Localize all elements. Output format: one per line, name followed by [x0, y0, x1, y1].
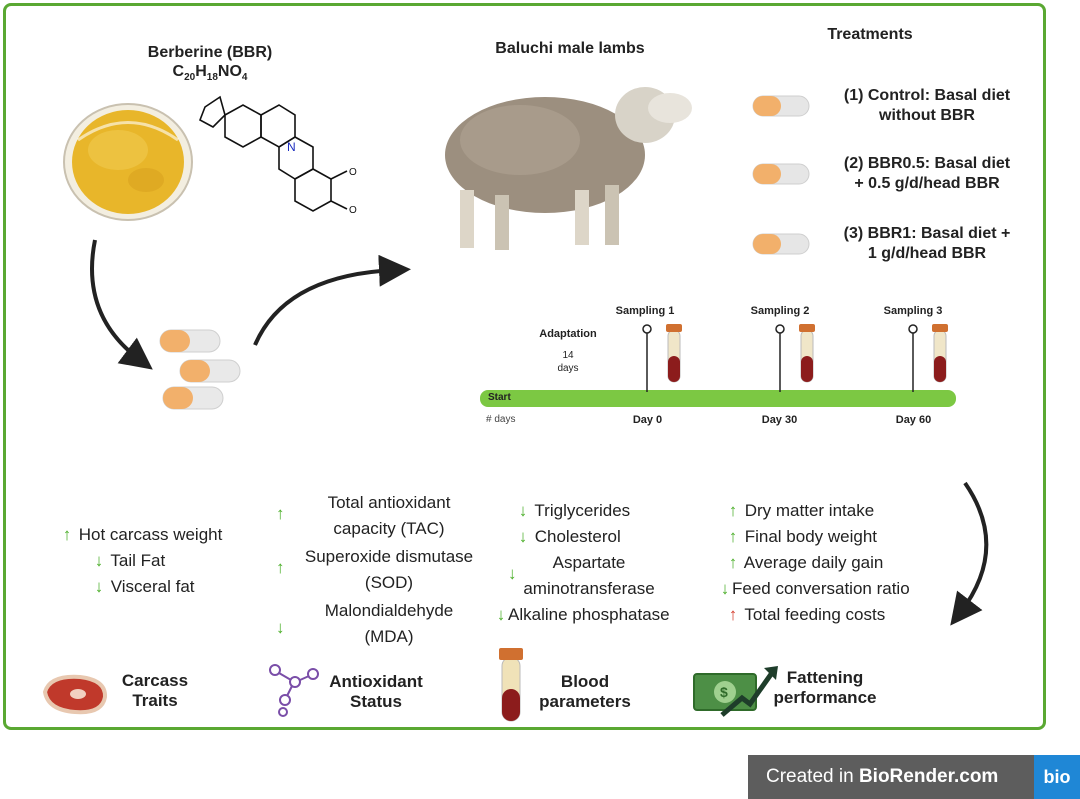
treatments-title: Treatments	[827, 26, 913, 43]
molecule-icon	[269, 664, 319, 717]
timeline-bar	[480, 390, 956, 407]
capsule-icon	[752, 233, 810, 255]
sampling-1-marker	[642, 324, 682, 392]
capsule-icon	[752, 95, 810, 117]
outcome-item: ↓ Triglycerides	[518, 501, 631, 520]
curved-arrow-down-icon	[90, 239, 153, 370]
treatment-3: (3) BBR1: Basal diet + 1 g/d/head BBR	[752, 225, 1042, 269]
adaptation-unit: days	[557, 363, 579, 374]
outcome-item: ↑ Hot carcass weight	[62, 525, 223, 544]
svg-text:O: O	[349, 167, 357, 178]
sampling-3-marker	[908, 324, 948, 392]
capsule-icon	[752, 163, 810, 185]
blood-tube-icon	[799, 324, 815, 383]
bbr-formula: C20H18NO4	[172, 63, 248, 84]
svg-text:O: O	[349, 205, 357, 216]
meat-icon	[42, 674, 108, 715]
sampling-1-label: Sampling 1	[615, 305, 675, 317]
treatment-1: (1) Control: Basal diet without BBR	[752, 87, 1042, 131]
bbr-title: Berberine (BBR)	[147, 44, 273, 61]
adaptation-label: Adaptation	[539, 328, 597, 340]
outcome-item: ↓ Tail Fat	[94, 551, 166, 570]
outcome-item: ↓Feed conversation ratio	[720, 579, 910, 598]
blood-tube-icon	[499, 648, 523, 722]
curved-arrow-up-icon	[253, 255, 411, 346]
money-growth-icon: $	[693, 666, 778, 717]
blood-tube-icon	[932, 324, 948, 383]
blood-outcomes: ↓ Triglycerides ↓ Cholesterol ↓ Aspartat…	[494, 498, 694, 628]
outcome-item: ↑ Dry matter intake	[728, 501, 875, 520]
antioxidant-outcomes: ↑ Total antioxidant capacity (TAC) ↑ Sup…	[276, 490, 486, 652]
outcome-item: ↑ Superoxide dismutase (SOD)	[276, 547, 474, 592]
outcome-item: ↓ Malondialdehyde (MDA)	[276, 601, 454, 646]
outcome-item: ↓Alkaline phosphatase	[496, 605, 670, 624]
abstract-frame	[3, 3, 1046, 730]
sampling-2-label: Sampling 2	[750, 305, 810, 317]
powder-dish-icon	[63, 103, 193, 221]
fattening-outcomes: ↑ Dry matter intake ↑ Final body weight …	[718, 498, 938, 628]
sampling-2-marker	[775, 324, 815, 392]
sampling-3-label: Sampling 3	[883, 305, 943, 317]
capsule-icon	[159, 329, 241, 410]
sampling-3-day: Day 60	[895, 414, 932, 426]
timeline-axis-label: # days	[486, 414, 516, 425]
outcome-item: ↑ Total feeding costs	[728, 605, 886, 624]
outcome-item: ↑ Total antioxidant capacity (TAC)	[276, 493, 451, 538]
berberine-structure-icon: N O O	[199, 95, 357, 216]
footer-text: Created in BioRender.com	[766, 766, 999, 787]
biorender-footer[interactable]: Created in BioRender.com bio	[748, 755, 1080, 799]
adaptation-days: 14	[562, 350, 574, 361]
biorender-logo-icon: bio	[1034, 755, 1080, 799]
curved-arrow-results-icon	[950, 481, 989, 626]
sampling-2-day: Day 30	[761, 414, 798, 426]
blood-tube-icon	[666, 324, 682, 383]
outcome-item: ↑ Average daily gain	[728, 553, 884, 572]
outcome-item: ↑ Final body weight	[728, 527, 878, 546]
lambs-title: Baluchi male lambs	[495, 40, 645, 57]
svg-text:$: $	[720, 684, 728, 700]
sheep-icon	[445, 87, 692, 250]
carcass-outcomes: ↑ Hot carcass weight ↓ Tail Fat ↓ Viscer…	[60, 522, 260, 600]
outcome-item: ↓ Aspartate aminotransferase	[508, 553, 655, 598]
outcome-item: ↓ Visceral fat	[94, 577, 195, 596]
outcome-item: ↓ Cholesterol	[518, 527, 621, 546]
treatment-2: (2) BBR0.5: Basal diet + 0.5 g/d/head BB…	[752, 155, 1042, 199]
timeline-start: Start	[488, 392, 511, 403]
sampling-1-day: Day 0	[632, 414, 663, 426]
svg-text:N: N	[287, 140, 296, 154]
